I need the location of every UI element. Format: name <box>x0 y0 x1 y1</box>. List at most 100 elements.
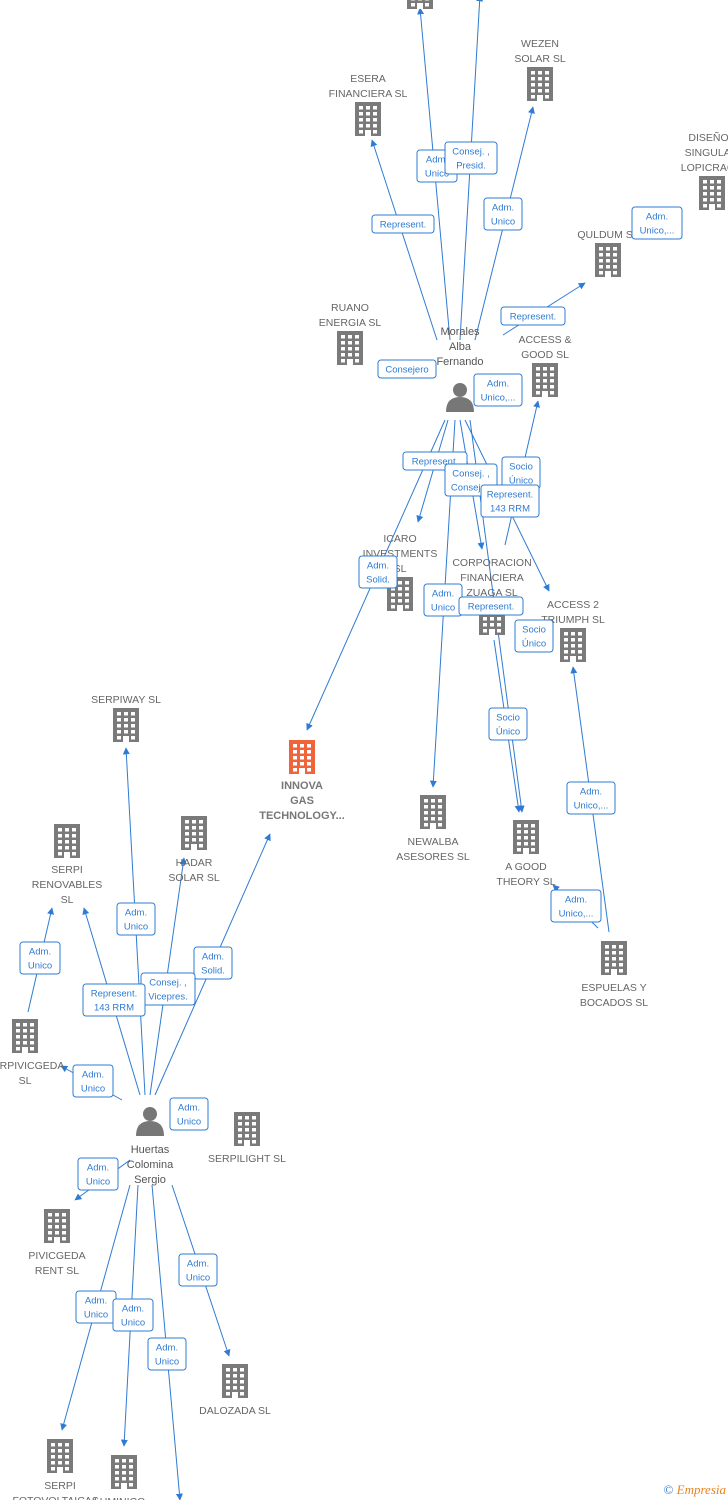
brand-name: Empresia <box>676 1482 726 1497</box>
relation-tag[interactable]: Consej. ,Presid. <box>444 141 498 175</box>
focus-company-node[interactable]: INNOVAGASTECHNOLOGY... <box>259 740 345 822</box>
node-label: RENOVABLES <box>32 879 102 891</box>
company-node[interactable]: DALOZADA SL <box>199 1364 271 1417</box>
node-label: FINANCIERA SL <box>329 88 408 100</box>
relation-tag[interactable]: Adm.Unico <box>147 1337 187 1371</box>
node-label: FOTOVOLTAICAS... <box>12 1495 107 1500</box>
copyright-symbol: © <box>663 1482 674 1497</box>
relation-tag-label: Único <box>522 639 546 650</box>
relation-tag[interactable]: Adm.Unico <box>483 197 523 231</box>
node-label: THEORY SL <box>496 876 555 888</box>
relation-tag-label: Unico <box>155 1357 179 1368</box>
relation-tag[interactable]: Adm.Unico,... <box>566 781 616 815</box>
relation-tag-label: Consej. , <box>452 147 490 158</box>
relation-tag[interactable]: Adm.Solid. <box>193 946 233 980</box>
company-node[interactable]: LUMINICO... <box>94 1455 154 1500</box>
relation-tag-label: Adm. <box>367 561 389 572</box>
node-label: CORPORACION <box>452 557 531 569</box>
company-node[interactable]: SERPILIGHT SL <box>208 1112 286 1165</box>
relation-tag[interactable]: Consej. ,Vicepres. <box>140 972 196 1006</box>
node-label: WEZEN <box>521 38 559 50</box>
relation-tag-label: Único <box>509 476 533 487</box>
company-node[interactable]: A GOOD THEORY SL <box>496 820 556 888</box>
relation-tag[interactable]: Consejero <box>377 359 437 379</box>
node-label: SERPI <box>44 1480 76 1492</box>
node-label: ASESORES SL <box>396 851 470 863</box>
company-node[interactable]: DISEÑOSSINGULA...LOPICRAC... <box>681 131 728 210</box>
node-label: TRIUMPH SL <box>541 614 605 626</box>
relation-tag[interactable]: Represent.143 RRM <box>82 983 146 1017</box>
relation-tag-label: Represent. <box>412 457 458 468</box>
relation-tag-label: Unico,... <box>640 226 675 237</box>
relation-tag[interactable]: Adm.Unico <box>112 1298 154 1332</box>
node-label: Colomina <box>127 1159 174 1171</box>
company-node[interactable]: ACCESS &GOOD SL <box>518 334 572 397</box>
person-icon <box>446 383 474 412</box>
relation-tag-label: Socio <box>496 713 520 724</box>
company-node[interactable]: SERPIWAY SL <box>91 694 161 742</box>
relation-tag-label: Adm. <box>87 1163 109 1174</box>
relation-tag-label: Unico <box>84 1310 108 1321</box>
building-icon <box>337 331 363 365</box>
relation-tag[interactable]: Represent. 143 RRM <box>480 484 540 518</box>
building-icon <box>222 1364 248 1398</box>
relation-tag[interactable]: Represent. <box>500 306 566 326</box>
footer-brand[interactable]: © Empresia <box>664 1482 727 1498</box>
relation-tag-label: Adm. <box>565 895 587 906</box>
company-node[interactable]: SERPIVICGEDASL <box>0 1019 64 1087</box>
node-label: A GOOD <box>505 861 547 873</box>
relation-tag-label: Represent. <box>91 989 137 1000</box>
building-icon <box>12 1019 38 1053</box>
relation-tag[interactable]: Adm.Unico <box>178 1253 218 1287</box>
relation-tag-label: Represent. <box>487 490 533 501</box>
relation-tag[interactable]: Adm.Unico <box>169 1097 209 1131</box>
relation-tag-label: Unico <box>86 1177 110 1188</box>
building-icon <box>387 577 413 611</box>
relation-tag-label: Consej. , <box>452 469 490 480</box>
relation-tag[interactable]: Adm.Unico <box>72 1064 114 1098</box>
company-node[interactable]: SERPI FOTOVOLTAICAS... <box>12 1439 108 1500</box>
company-node[interactable]: ACCESS 2 TRIUMPH SL <box>541 599 605 662</box>
relation-tag[interactable]: Adm. Unico,... <box>550 889 602 923</box>
building-icon <box>181 816 207 850</box>
node-label: ACCESS & <box>518 334 571 346</box>
relation-tag-label: Unico,... <box>559 909 594 920</box>
node-label: Alba <box>449 341 472 353</box>
relation-tag[interactable]: Represent. <box>458 596 524 616</box>
relation-tag[interactable]: Adm.Unico,... <box>631 206 683 240</box>
node-label: SL <box>61 894 74 906</box>
relation-tag-label: Adm. <box>426 155 448 166</box>
relation-tag[interactable]: Adm.Unico,... <box>473 373 523 407</box>
node-label: ACCESS 2 <box>547 599 599 611</box>
relation-tag[interactable]: Adm.Unico <box>75 1290 117 1324</box>
relation-tag[interactable]: Adm.Unico <box>116 902 156 936</box>
relation-tag[interactable]: Adm. Unico <box>77 1157 119 1191</box>
company-node[interactable]: QULDUM SL <box>577 229 639 277</box>
relation-tag[interactable]: Adm.Solid. <box>358 555 398 589</box>
relation-tag[interactable]: Adm.Unico <box>423 583 463 617</box>
building-icon <box>532 363 558 397</box>
node-label: ESPUELAS Y <box>581 982 646 994</box>
relation-tag[interactable]: Adm.Unico <box>19 941 61 975</box>
relation-tag[interactable]: Represent. <box>371 214 435 234</box>
relation-tag-label: 143 RRM <box>490 504 530 515</box>
company-node[interactable] <box>407 0 433 9</box>
relation-tag-label: Adm. <box>432 589 454 600</box>
node-label: SERPIWAY SL <box>91 694 161 706</box>
relation-tag-label: Unico <box>124 922 148 933</box>
